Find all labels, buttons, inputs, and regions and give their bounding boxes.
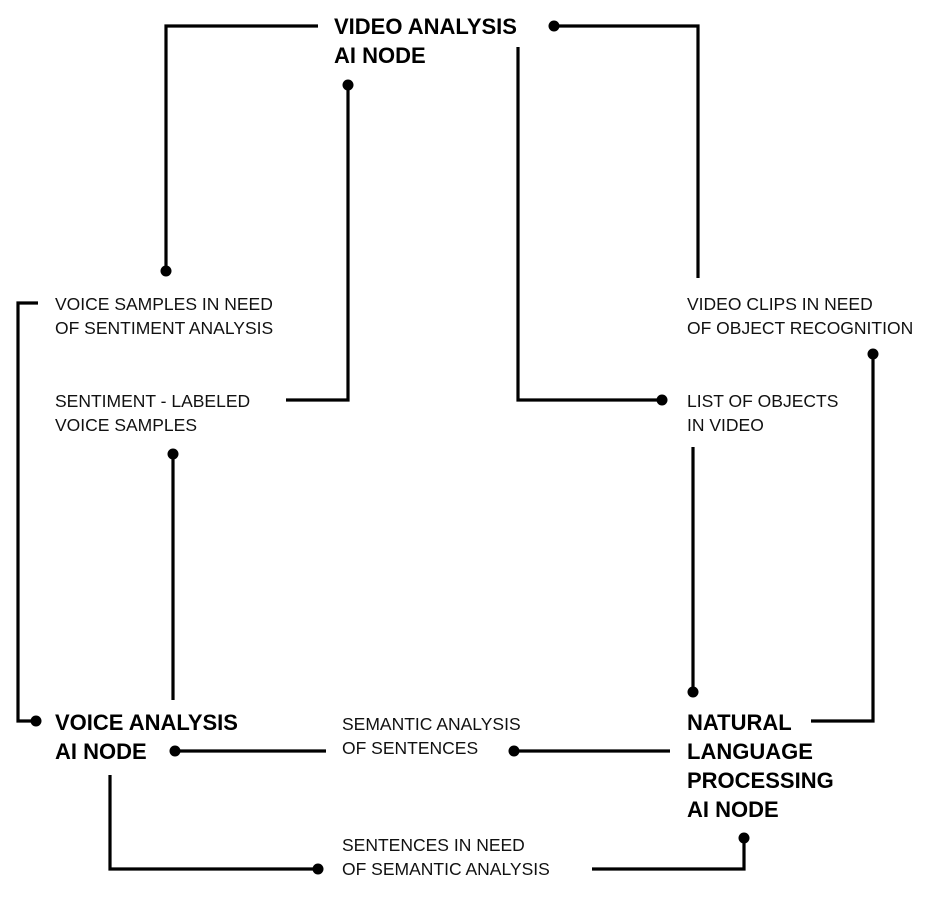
connector-endpoint-dot (738, 832, 750, 844)
connector-path (108, 775, 318, 871)
connector-path (592, 838, 746, 871)
connector-video-to-list-of-objects (516, 47, 668, 406)
node-nlp-line-4: AI NODE (687, 797, 779, 822)
label-sentences-need-line-1: SENTENCES IN NEED (342, 835, 525, 855)
node-nlp-line-3: PROCESSING (687, 768, 834, 793)
label-voice-samples-line-2: OF SENTIMENT ANALYSIS (55, 318, 273, 338)
connector-endpoint-dot (867, 348, 879, 360)
label-voice-samples-line-1: VOICE SAMPLES IN NEED (55, 294, 273, 314)
label-list-objects-line-2: IN VIDEO (687, 415, 764, 435)
connector-video-to-video-clips (548, 20, 700, 278)
node-nlp-line-2: LANGUAGE (687, 739, 813, 764)
label-sentences-need-semantic: SENTENCES IN NEED OF SEMANTIC ANALYSIS (342, 835, 550, 879)
node-voice-line-2: AI NODE (55, 739, 147, 764)
label-semantic-analysis-line-2: OF SENTENCES (342, 738, 478, 758)
connector-endpoint-dot (687, 686, 699, 698)
label-sentiment-labeled-line-1: SENTIMENT - LABELED (55, 391, 250, 411)
node-natural-language-processing: NATURAL LANGUAGE PROCESSING AI NODE (687, 710, 834, 822)
connector-endpoint-dot (508, 745, 520, 757)
label-video-clips-need-recognition: VIDEO CLIPS IN NEED OF OBJECT RECOGNITIO… (687, 294, 913, 338)
label-video-clips-line-1: VIDEO CLIPS IN NEED (687, 294, 873, 314)
connector-list-of-objects-to-nlp-node (687, 447, 699, 698)
connector-voice-samples-to-voice-node (16, 301, 42, 727)
label-list-of-objects: LIST OF OBJECTS IN VIDEO (687, 391, 838, 435)
node-voice-line-1: VOICE ANALYSIS (55, 710, 238, 735)
connector-endpoint-dot (30, 715, 42, 727)
label-semantic-analysis-of-sentences: SEMANTIC ANALYSIS OF SENTENCES (342, 714, 521, 758)
connector-path (554, 24, 700, 278)
connector-voice-node-to-sentences-need (108, 775, 324, 875)
connector-video-to-sentiment-labeled (286, 79, 354, 402)
connector-endpoint-dot (342, 79, 354, 91)
connector-endpoint-dot (656, 394, 668, 406)
connector-sentences-need-to-nlp-node (592, 832, 750, 871)
label-list-objects-line-1: LIST OF OBJECTS (687, 391, 838, 411)
node-video-line-1: VIDEO ANALYSIS (334, 14, 517, 39)
node-video-analysis: VIDEO ANALYSIS AI NODE (334, 14, 517, 68)
label-sentiment-labeled-samples: SENTIMENT - LABELED VOICE SAMPLES (55, 391, 250, 435)
label-video-clips-line-2: OF OBJECT RECOGNITION (687, 318, 913, 338)
connector-video-to-voice-samples (160, 24, 318, 277)
label-voice-samples-need-sentiment: VOICE SAMPLES IN NEED OF SENTIMENT ANALY… (55, 294, 273, 338)
connector-endpoint-dot (169, 745, 181, 757)
connector-endpoint-dot (312, 863, 324, 875)
node-voice-analysis: VOICE ANALYSIS AI NODE (55, 710, 238, 764)
connector-nlp-node-to-semantic-analysis (508, 745, 670, 757)
node-nlp-line-1: NATURAL (687, 710, 792, 735)
connector-endpoint-dot (548, 20, 560, 32)
label-semantic-analysis-line-1: SEMANTIC ANALYSIS (342, 714, 521, 734)
connector-path (164, 24, 318, 271)
connector-semantic-analysis-to-voice-node (169, 745, 326, 757)
connector-endpoint-dot (160, 265, 172, 277)
connector-path (811, 354, 875, 723)
connector-video-clips-to-nlp-node (811, 348, 879, 723)
label-sentences-need-line-2: OF SEMANTIC ANALYSIS (342, 859, 550, 879)
connector-endpoint-dot (167, 448, 179, 460)
connector-path (16, 301, 38, 723)
label-sentiment-labeled-line-2: VOICE SAMPLES (55, 415, 197, 435)
connector-path (516, 47, 662, 402)
connector-path (286, 85, 350, 402)
node-video-line-2: AI NODE (334, 43, 426, 68)
connector-sentiment-labeled-to-voice-node (167, 448, 179, 700)
